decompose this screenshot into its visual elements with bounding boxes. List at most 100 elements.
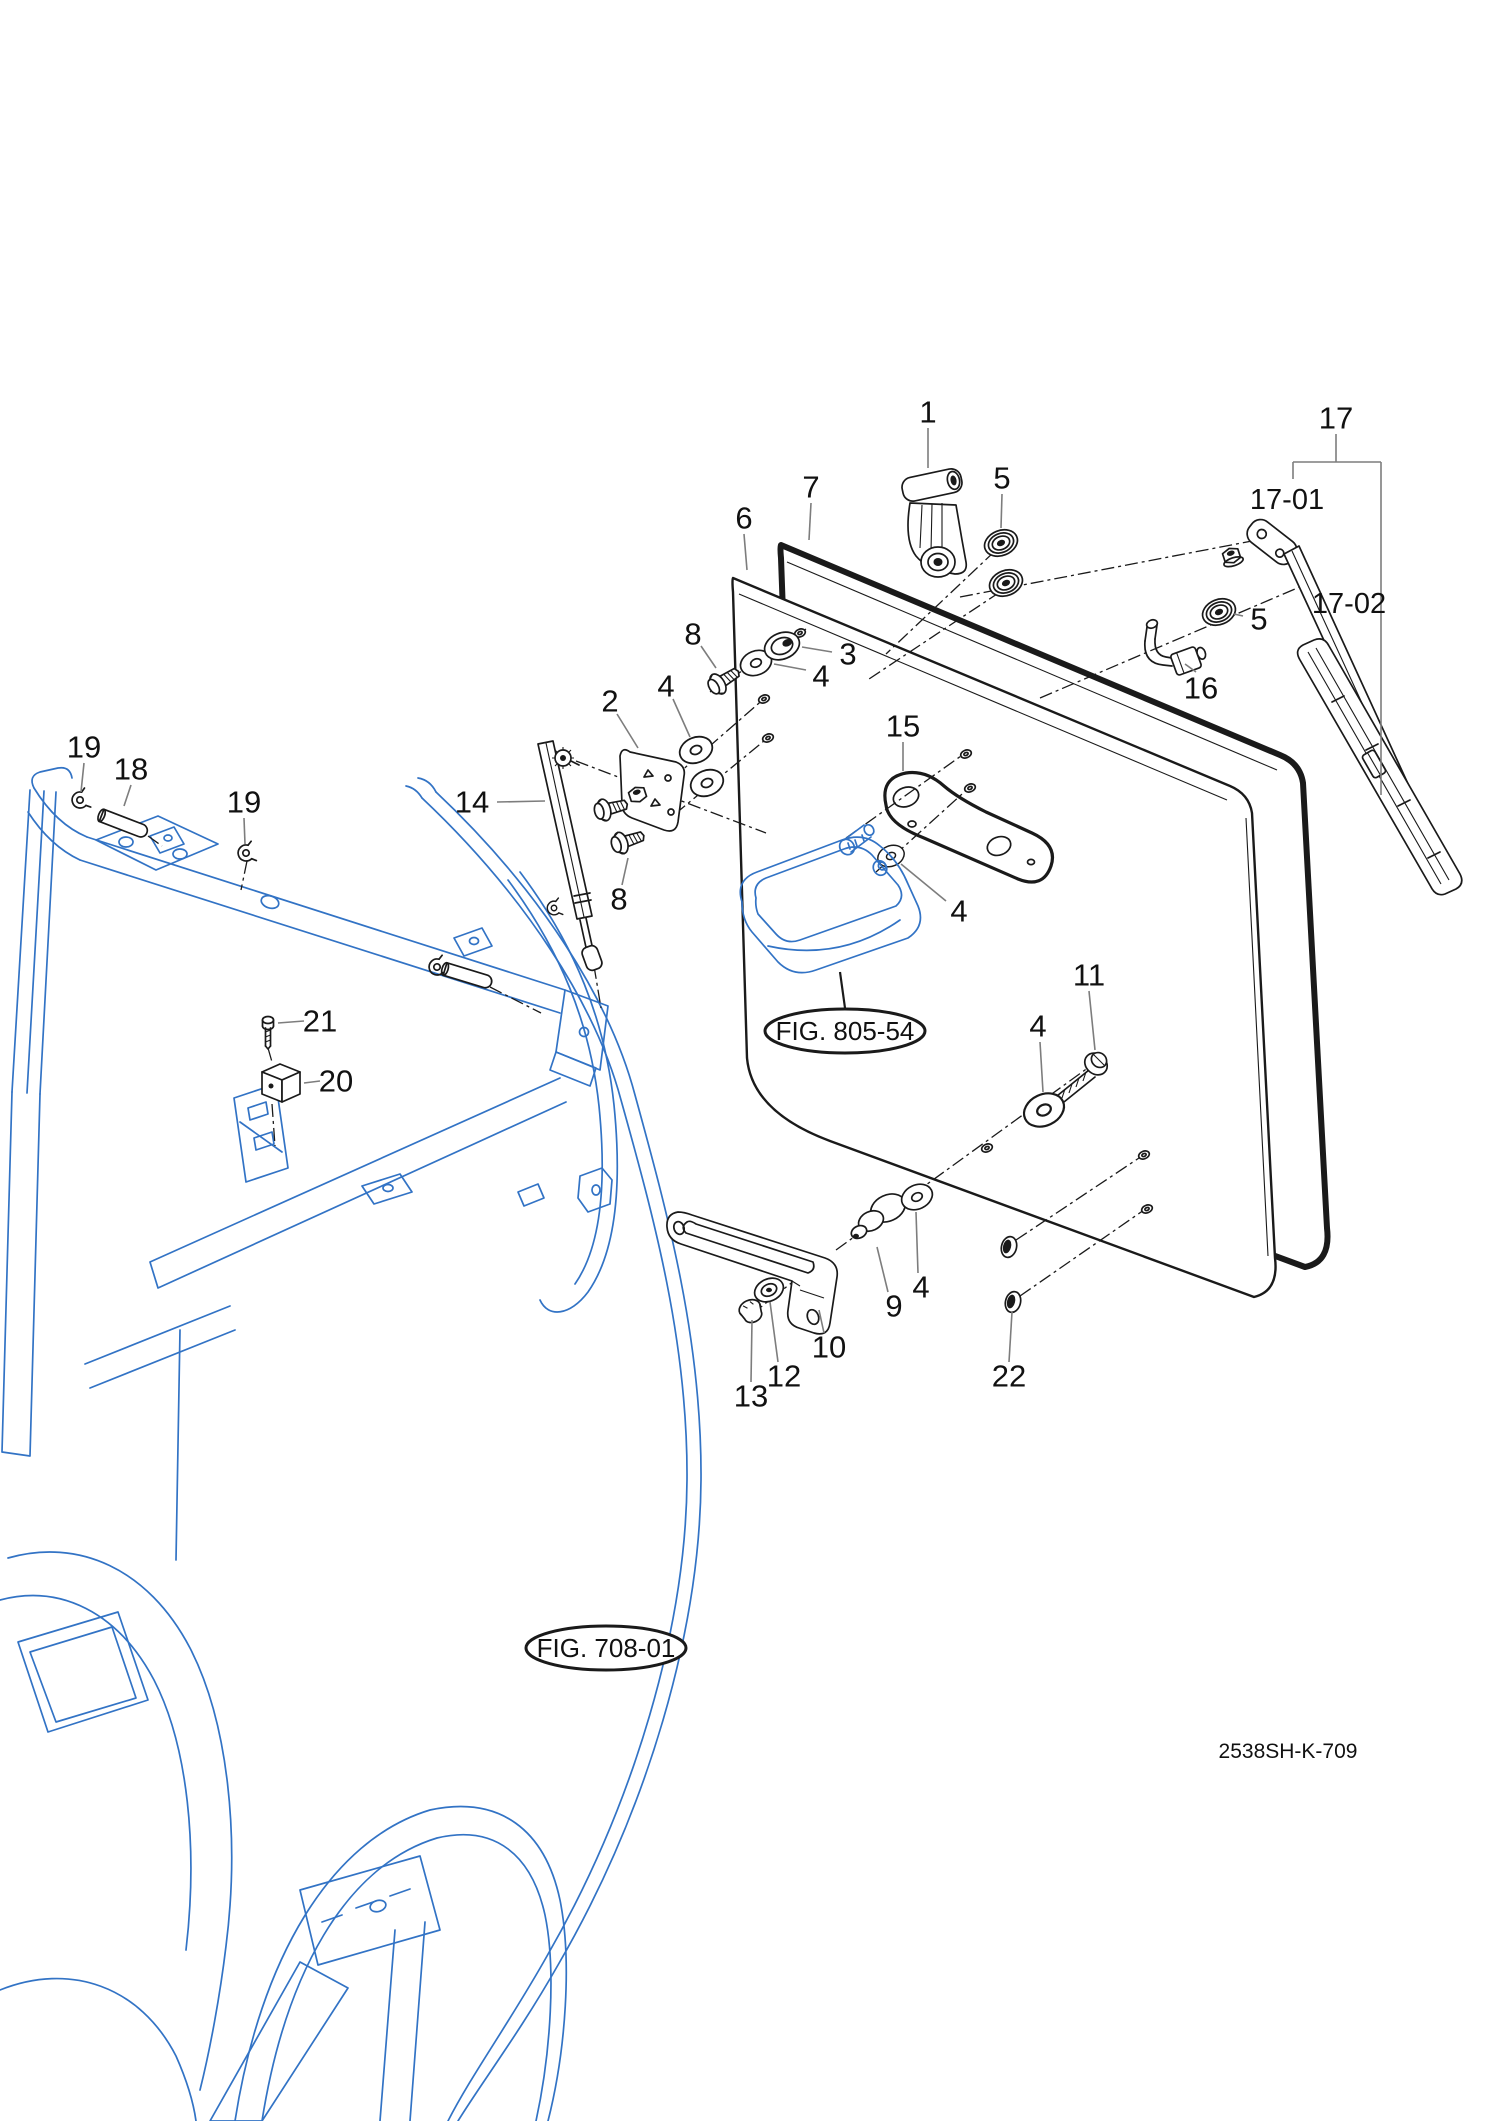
callout-18-leader bbox=[123, 784, 132, 807]
bolt-part-11 bbox=[1051, 1051, 1109, 1107]
callout-17-01-number: 17-01 bbox=[1250, 484, 1324, 516]
callout-16-leader bbox=[1184, 663, 1197, 673]
callout-4: 4 bbox=[1029, 1009, 1047, 1093]
handle-part-10 bbox=[666, 1211, 839, 1335]
work-lamp-reference bbox=[739, 823, 922, 974]
callout-17-number: 17 bbox=[1319, 401, 1353, 436]
callout-8: 8 bbox=[684, 617, 717, 669]
callout-19-number: 19 bbox=[227, 785, 261, 820]
callout-4-number: 4 bbox=[812, 659, 829, 694]
callout-20-leader bbox=[303, 1080, 321, 1084]
callout-4-leader bbox=[1039, 1041, 1044, 1093]
callout-6-number: 6 bbox=[735, 501, 752, 536]
callout-14-number: 14 bbox=[455, 785, 489, 820]
callout-4-leader bbox=[773, 663, 807, 671]
callout-14: 14 bbox=[455, 785, 546, 820]
callout-21: 21 bbox=[277, 1004, 337, 1039]
callout-3: 3 bbox=[801, 637, 857, 672]
screw-part-21 bbox=[261, 1015, 275, 1050]
callout-4: 4 bbox=[900, 863, 968, 929]
callout-2-number: 2 bbox=[601, 684, 618, 719]
callout-6-leader bbox=[743, 533, 748, 571]
callout-22-leader bbox=[1008, 1311, 1013, 1363]
drawing-number: 2538SH-K-709 bbox=[1219, 1740, 1358, 1763]
callout-16: 16 bbox=[1184, 663, 1218, 706]
striker-part-20 bbox=[261, 1063, 301, 1103]
mount-part-3 bbox=[763, 631, 801, 661]
callout-12-leader bbox=[769, 1301, 779, 1363]
callout-12: 12 bbox=[767, 1301, 801, 1394]
callout-8-leader bbox=[700, 645, 717, 669]
callout-13-leader bbox=[750, 1319, 753, 1383]
callout-15: 15 bbox=[886, 709, 920, 771]
callout-17-02-number: 17-02 bbox=[1312, 588, 1386, 620]
callout-4-number: 4 bbox=[1029, 1009, 1046, 1044]
callout-8-number: 8 bbox=[684, 617, 701, 652]
callout-8-number: 8 bbox=[610, 882, 627, 917]
plug-part-22-group bbox=[1000, 1235, 1022, 1314]
callout-4-leader bbox=[900, 863, 947, 902]
callout-11-leader bbox=[1088, 990, 1096, 1051]
callout-4-number: 4 bbox=[950, 894, 967, 929]
callout-1-number: 1 bbox=[919, 395, 936, 430]
callout-21-leader bbox=[277, 1020, 305, 1024]
callout-6: 6 bbox=[735, 501, 753, 571]
strut-bracket-cluster bbox=[591, 731, 729, 858]
callout-5-leader bbox=[1233, 613, 1244, 617]
callout-8: 8 bbox=[610, 857, 629, 917]
callout-18: 18 bbox=[114, 752, 148, 807]
cab-frame-reference bbox=[0, 766, 702, 2121]
callout-3-number: 3 bbox=[839, 637, 856, 672]
callout-19: 19 bbox=[227, 785, 261, 845]
callout-13-number: 13 bbox=[734, 1379, 768, 1414]
callout-20-number: 20 bbox=[319, 1064, 353, 1099]
callout-7-leader bbox=[808, 502, 812, 541]
callout-2-leader bbox=[616, 713, 639, 749]
callout-4: 4 bbox=[773, 659, 830, 694]
callout-4-number: 4 bbox=[912, 1270, 929, 1305]
cap-nut-part-13 bbox=[738, 1298, 763, 1324]
callout-5: 5 bbox=[1233, 602, 1268, 637]
fig-708-01-label: FIG. 708-01 bbox=[537, 1633, 676, 1663]
callout-2: 2 bbox=[601, 684, 639, 749]
upper-mount-cluster bbox=[703, 631, 801, 700]
callout-17-02: 17-02 bbox=[1312, 588, 1386, 620]
callout-5: 5 bbox=[993, 461, 1011, 529]
grommet-part-5-group bbox=[979, 524, 1241, 631]
callout-15-number: 15 bbox=[886, 709, 920, 744]
callout-9-number: 9 bbox=[885, 1289, 902, 1324]
callout-16-number: 16 bbox=[1184, 671, 1218, 706]
callout-19-number: 19 bbox=[67, 730, 101, 765]
callout-22: 22 bbox=[992, 1311, 1026, 1394]
fig-805-54-label: FIG. 805-54 bbox=[776, 1016, 915, 1046]
callout-1: 1 bbox=[919, 395, 937, 468]
callout-17: 17 bbox=[1292, 401, 1382, 795]
callout-19-leader bbox=[243, 817, 246, 845]
callout-4-leader bbox=[915, 1211, 919, 1274]
callout-20: 20 bbox=[303, 1064, 353, 1099]
callout-17-01: 17-01 bbox=[1250, 484, 1324, 516]
grommet-part-9 bbox=[850, 1193, 907, 1240]
callout-7: 7 bbox=[802, 470, 820, 541]
callout-22-number: 22 bbox=[992, 1359, 1026, 1394]
callout-4: 4 bbox=[657, 669, 691, 738]
fig-805-54-leader bbox=[838, 971, 847, 1009]
callout-4: 4 bbox=[912, 1211, 930, 1305]
callout-3-leader bbox=[801, 646, 833, 653]
callout-9: 9 bbox=[876, 1246, 903, 1324]
bracket-part-2 bbox=[619, 748, 686, 832]
callout-18-number: 18 bbox=[114, 752, 148, 787]
callout-7-number: 7 bbox=[802, 470, 819, 505]
fig-708-01-ref: FIG. 708-01 bbox=[524, 1624, 688, 1672]
callout-4-number: 4 bbox=[657, 669, 674, 704]
callout-10-number: 10 bbox=[812, 1330, 846, 1365]
callout-12-number: 12 bbox=[767, 1359, 801, 1394]
wiper-nut bbox=[1221, 547, 1244, 568]
hinge-part-1 bbox=[901, 468, 968, 578]
callout-14-leader bbox=[496, 800, 546, 803]
callout-9-leader bbox=[876, 1246, 889, 1293]
callout-19: 19 bbox=[67, 730, 101, 793]
